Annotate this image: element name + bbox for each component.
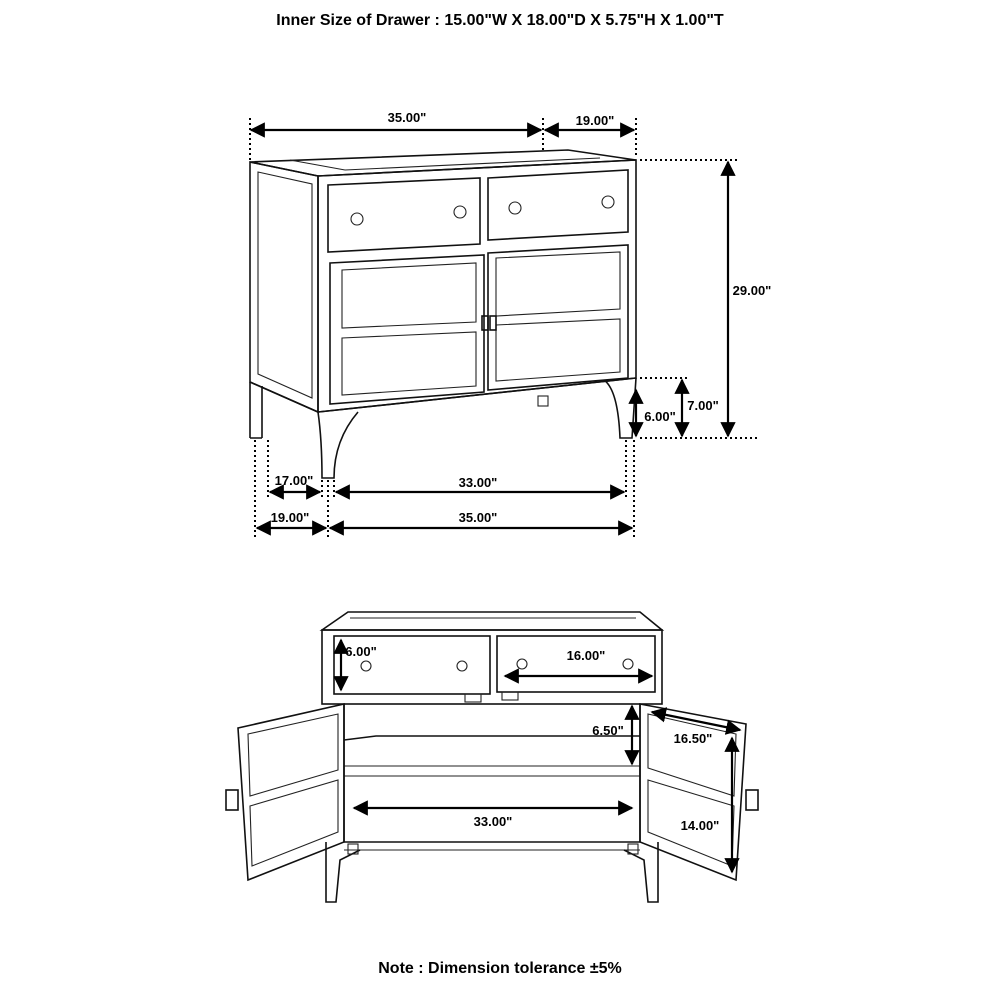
tolerance-note: Note : Dimension tolerance ±5% [378, 960, 622, 977]
cabinet-front-view [249, 149, 637, 479]
leg-height-inner-label: 6.00" [644, 409, 675, 424]
door-width-label: 16.50" [674, 731, 713, 746]
drawer-height-label: 6.00" [345, 644, 376, 659]
drawer-left [327, 177, 481, 253]
drawer-right [487, 169, 629, 241]
door-knob-right [745, 789, 759, 811]
leg-height-outer-label: 7.00" [687, 398, 718, 413]
bottom-inner-depth-label: 17.00" [275, 473, 314, 488]
drawer-inner-size-title: Inner Size of Drawer : 15.00"W X 18.00"D… [276, 12, 724, 29]
bottom-inner-width-label: 33.00" [459, 475, 498, 490]
door-height-label: 14.00" [681, 818, 720, 833]
front-dimensions [249, 118, 760, 540]
interior-width-label: 33.00" [474, 814, 513, 829]
bottom-depth-label: 19.00" [271, 510, 310, 525]
bottom-width-label: 35.00" [459, 510, 498, 525]
open-dimensions [333, 638, 742, 874]
top-depth-label: 19.00" [576, 113, 615, 128]
door-right [487, 244, 629, 391]
top-width-label: 35.00" [388, 110, 427, 125]
total-height-label: 29.00" [733, 283, 772, 298]
door-handle-left [481, 315, 489, 331]
door-handle-right [489, 315, 497, 331]
door-left [329, 254, 485, 405]
shelf-height-label: 6.50" [592, 723, 623, 738]
door-knob-left [225, 789, 239, 811]
drawer-width-label: 16.00" [567, 648, 606, 663]
open-drawer-right [496, 635, 656, 701]
open-door-left [225, 702, 345, 882]
